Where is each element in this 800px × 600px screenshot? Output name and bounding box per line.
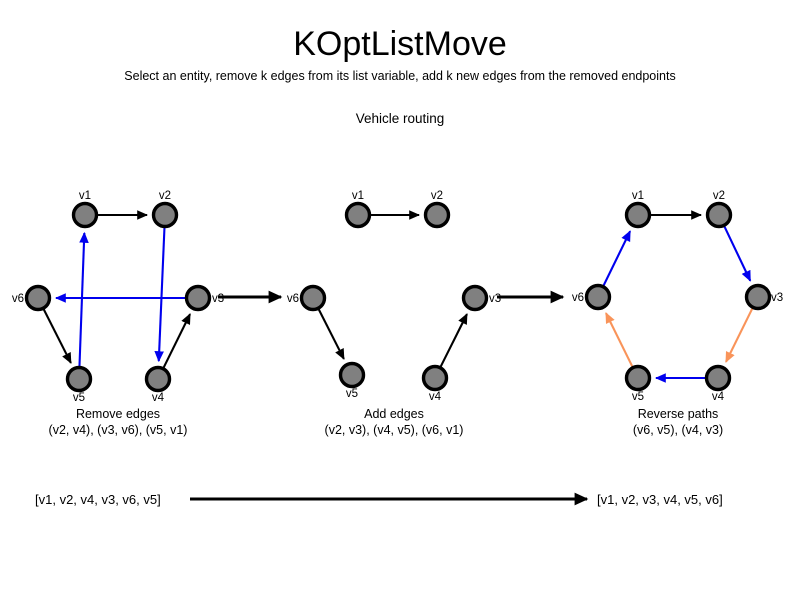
- node-v6[interactable]: v6: [12, 284, 52, 312]
- node-label: v1: [79, 190, 91, 202]
- node-v4[interactable]: v4: [704, 364, 732, 404]
- node-circle[interactable]: [151, 201, 179, 229]
- node-circle[interactable]: [71, 201, 99, 229]
- node-v1[interactable]: v1: [344, 190, 372, 229]
- panel-add-caption-line1: Add edges: [364, 407, 424, 421]
- node-v2[interactable]: v2: [705, 190, 733, 229]
- node-label: v5: [632, 391, 644, 403]
- node-label: v6: [572, 292, 584, 304]
- node-label: v1: [632, 190, 644, 202]
- node-circle[interactable]: [299, 284, 327, 312]
- nodes-layer: v1 v2 v3 v4 v5 v6 v1 v2 v3 v4 v5 v6 v1 v2 v3 v4 v5 v6: [12, 190, 783, 404]
- node-circle[interactable]: [144, 365, 172, 393]
- panel-reverse-caption-line2: (v6, v5), (v4, v3): [633, 423, 723, 437]
- page-subtitle: Select an entity, remove k edges from it…: [124, 69, 676, 83]
- panel-remove-caption-line1: Remove edges: [76, 407, 160, 421]
- node-v2[interactable]: v2: [151, 190, 179, 229]
- page-title: KOptListMove: [293, 25, 507, 63]
- node-v5[interactable]: v5: [65, 365, 93, 405]
- panel-reverse-caption-line1: Reverse paths: [638, 407, 719, 421]
- node-v4[interactable]: v4: [144, 365, 172, 405]
- node-v5[interactable]: v5: [624, 364, 652, 404]
- node-label: v3: [489, 293, 501, 305]
- node-v6[interactable]: v6: [572, 283, 612, 311]
- node-label: v4: [429, 391, 442, 403]
- domain-label: Vehicle routing: [355, 111, 445, 126]
- node-circle[interactable]: [423, 201, 451, 229]
- edge-v5-v6: [605, 312, 634, 368]
- node-v4[interactable]: v4: [421, 364, 449, 404]
- edge-v6-v5: [317, 308, 345, 360]
- node-v2[interactable]: v2: [423, 190, 451, 229]
- node-circle[interactable]: [184, 284, 212, 312]
- node-label: v4: [712, 391, 725, 403]
- node-v3[interactable]: v3: [184, 284, 225, 312]
- panel-remove-caption-line2: (v2, v4), (v3, v6), (v5, v1): [49, 423, 188, 437]
- node-circle[interactable]: [338, 361, 366, 389]
- panel-add-caption-line2: (v2, v3), (v4, v5), (v6, v1): [325, 423, 464, 437]
- node-circle[interactable]: [344, 201, 372, 229]
- edges-layer: [42, 210, 754, 383]
- node-label: v6: [12, 293, 24, 305]
- node-label: v6: [287, 293, 299, 305]
- node-v5[interactable]: v5: [338, 361, 366, 401]
- node-label: v2: [713, 190, 725, 202]
- node-label: v5: [346, 388, 358, 400]
- node-label: v5: [73, 392, 85, 404]
- node-circle[interactable]: [65, 365, 93, 393]
- list-after: [v1, v2, v3, v4, v5, v6]: [597, 492, 723, 507]
- node-circle[interactable]: [624, 201, 652, 229]
- edge-v5-v1: [78, 231, 89, 367]
- node-circle[interactable]: [24, 284, 52, 312]
- node-circle[interactable]: [704, 364, 732, 392]
- node-circle[interactable]: [744, 283, 772, 311]
- node-v3[interactable]: v3: [744, 283, 784, 311]
- edge-v3-v4: [725, 307, 754, 363]
- node-circle[interactable]: [584, 283, 612, 311]
- node-label: v3: [771, 292, 783, 304]
- edge-v6-v1: [602, 230, 632, 287]
- list-before: [v1, v2, v4, v3, v6, v5]: [35, 492, 161, 507]
- edge-v2-v4: [154, 227, 166, 363]
- node-label: v4: [152, 392, 165, 404]
- node-label: v2: [431, 190, 443, 202]
- node-label: v3: [212, 293, 224, 305]
- captions-layer: Remove edges (v2, v4), (v3, v6), (v5, v1)…: [49, 407, 724, 437]
- node-circle[interactable]: [421, 364, 449, 392]
- node-v6[interactable]: v6: [287, 284, 327, 312]
- edge-v4-v3: [439, 313, 468, 368]
- node-v1[interactable]: v1: [71, 190, 99, 229]
- edge-v6-v5: [42, 308, 72, 364]
- node-circle[interactable]: [461, 284, 489, 312]
- node-label: v1: [352, 190, 364, 202]
- node-circle[interactable]: [705, 201, 733, 229]
- edge-v2-v3: [723, 225, 752, 282]
- node-v3[interactable]: v3: [461, 284, 502, 312]
- node-v1[interactable]: v1: [624, 190, 652, 229]
- node-circle[interactable]: [624, 364, 652, 392]
- node-label: v2: [159, 190, 171, 202]
- edge-v4-v3: [162, 313, 191, 369]
- list-transition-layer: [v1, v2, v4, v3, v6, v5] [v1, v2, v3, v4,…: [35, 492, 723, 507]
